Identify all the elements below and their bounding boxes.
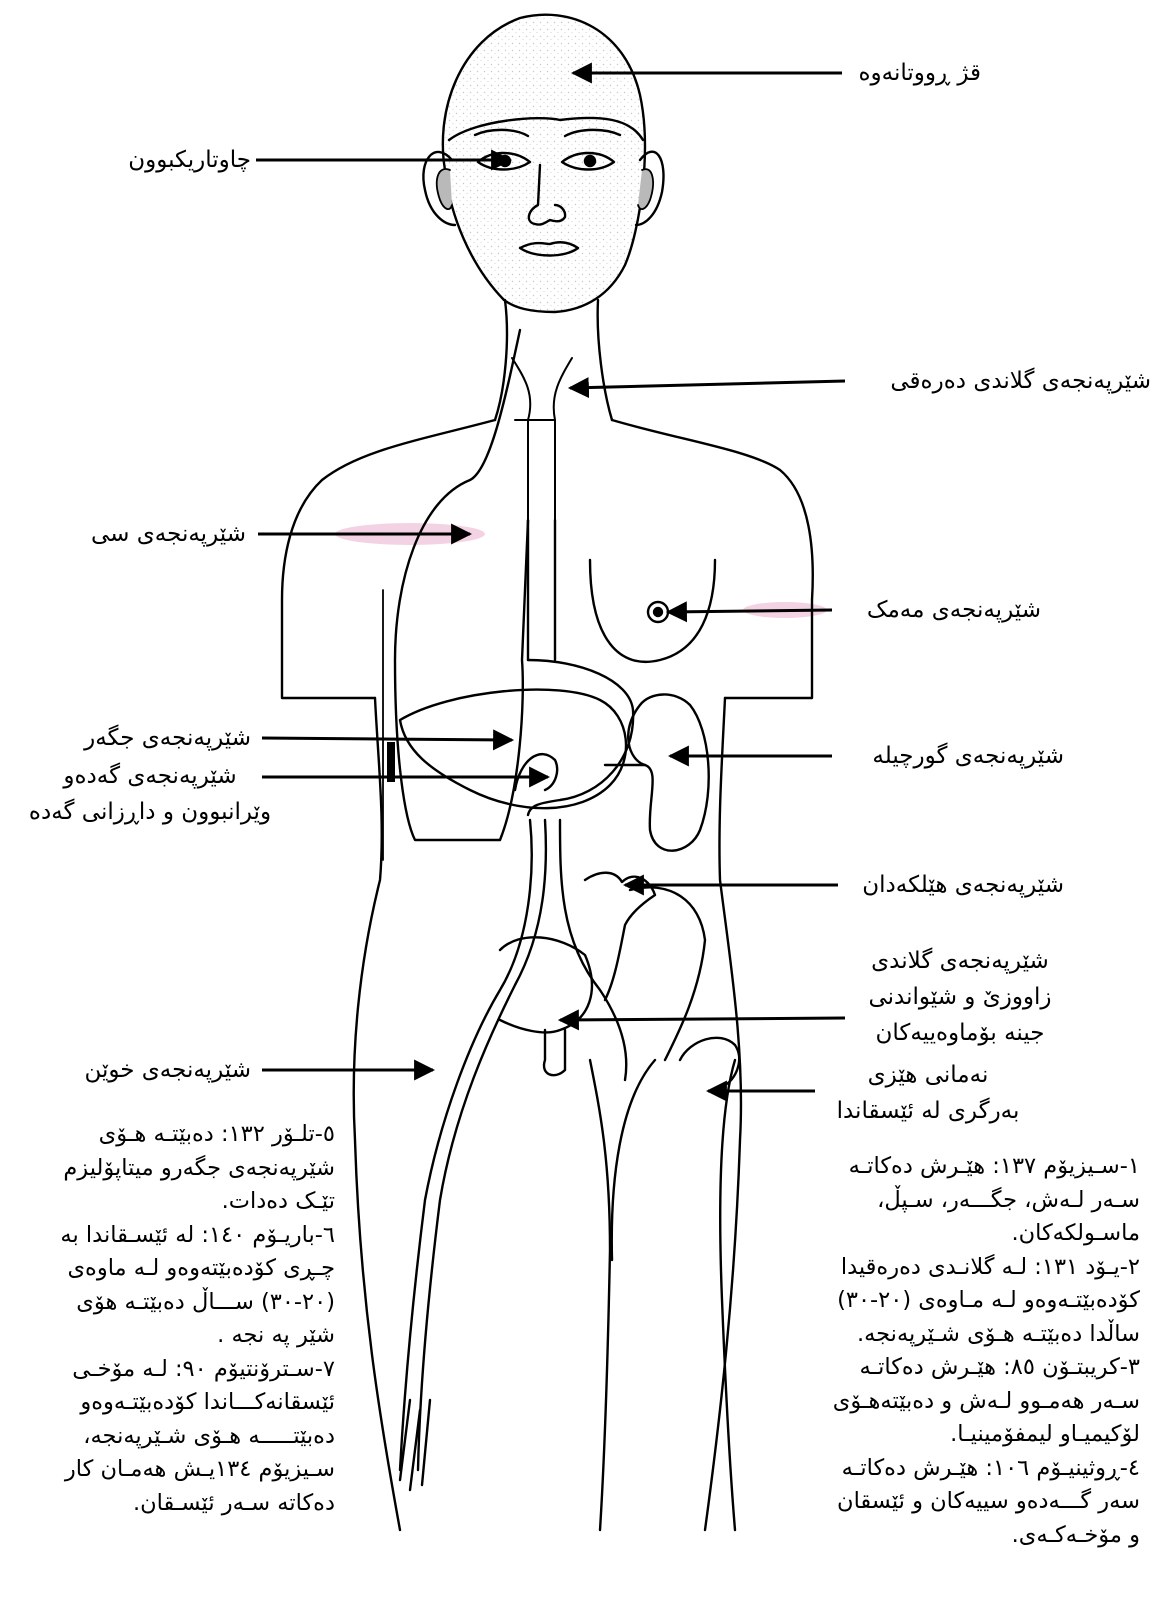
notes-left: ٥-تلـۆر ١٣٢: دەبێتـە هـۆی شێرپەنجەی جگەر… (20, 1118, 335, 1520)
note-left-line: (٢٠-٣٠) ســـاڵ دەبێتـە هۆی (20, 1286, 335, 1320)
stomach (528, 660, 633, 815)
reproductive-line-2: زاووزێ و شێواندنی (860, 982, 1060, 1012)
arrow-thyroid (570, 381, 845, 388)
note-left-line: ئێسقانەکـــاندا کۆدەبێتـەوەو (20, 1386, 335, 1420)
blood-vessels (400, 820, 626, 1490)
note-left-line: دەکاتە سـەر ئێسـقان. (20, 1487, 335, 1521)
kidney (628, 694, 709, 850)
label-hair-loss: قژ ڕووتانەوە (858, 58, 981, 88)
note-left-line: ٦-باریـۆم ١٤٠: لە ئێسـقاندا بە (20, 1219, 335, 1253)
note-right-line: ٢-یـۆد ١٣١: لـە گلانـدی دەرەقیدا (765, 1251, 1140, 1285)
note-left-line: تێـک دەدات. (20, 1185, 335, 1219)
note-right-line: لۆکیمیـاو لیمفۆمینیـا. (765, 1418, 1140, 1452)
reproductive-line-3: جینە بۆماوەییەکان (860, 1018, 1060, 1048)
note-left-line: چـڕی کۆدەبێتەوەو لـە ماوەی (20, 1252, 335, 1286)
head (443, 15, 645, 312)
note-right-line: و مۆخـەکـەی. (765, 1519, 1140, 1553)
note-right-line: ٣-کریبتـۆن ٨٥: هێـرش دەکاتـە (765, 1351, 1140, 1385)
arrow-reproductive (560, 1018, 845, 1020)
thyroid (512, 358, 572, 520)
note-right-line: ٤-ڕوثینیـۆم ١٠٦: هێـرش دەکاتـە (765, 1452, 1140, 1486)
reproductive-line-1: شێرپەنجەی گلاندی (860, 946, 1060, 976)
note-left-line: شێر پە نجە . (20, 1319, 335, 1353)
note-right-line: ١-سـیزیۆم ١٣٧: هێـرش دەکاتـە (765, 1150, 1140, 1184)
label-lung-cancer: شێرپەنجەی سی (91, 519, 246, 549)
notes-right: ١-سـیزیۆم ١٣٧: هێـرش دەکاتـە سـەر لـەش، … (765, 1150, 1140, 1552)
note-right-line: سەر گـــەدەو سییەکان و ئێسقان (765, 1485, 1140, 1519)
note-left-line: ٥-تلـۆر ١٣٢: دەبێتـە هـۆی (20, 1118, 335, 1152)
note-left-line: شێرپەنجەی جگەرو میتاپۆلیزم (20, 1152, 335, 1186)
stomach-line-1: شێرپەنجەی گەدەو (20, 761, 280, 791)
label-blood-cancer: شێرپەنجەی خوێن (84, 1055, 251, 1085)
label-kidney-cancer: شێرپەنجەی گورچیلە (872, 741, 1064, 771)
bone-line-2: بەرگری لە ئێسقاندا (823, 1096, 1033, 1126)
note-left-line: سـیزیۆم ١٣٤یـش هەمـان کار (20, 1453, 335, 1487)
arrow-breast (668, 610, 832, 612)
note-right-line: کۆدەبێتـەوەو لـە مـاوەی (٢٠-٣٠) (765, 1284, 1140, 1318)
body-outline (282, 15, 813, 1530)
note-right-line: ساڵدا دەبێتـە هـۆی شـێرپەنجە. (765, 1318, 1140, 1352)
note-right-line: ماسـولکەکان. (765, 1217, 1140, 1251)
label-stomach-cancer: شێرپەنجەی گەدەو وێرانبوون و داڕزانی گەدە (20, 761, 280, 827)
note-left-line: ٧-سـترۆنتیۆم ٩٠: لـە مۆخـی (20, 1353, 335, 1387)
arrow-liver (262, 738, 512, 740)
stomach-line-2: وێرانبوون و داڕزانی گەدە (20, 797, 280, 827)
note-left-line: دەبێتـــــە هـۆی شـێرپەنجە، (20, 1420, 335, 1454)
lung (395, 330, 528, 840)
label-liver-cancer: شێرپەنجەی جگەر (84, 723, 251, 753)
label-thyroid-cancer: شێرپەنجەی گلاندی دەرەقی (890, 366, 1151, 396)
ovary (585, 873, 655, 1000)
note-right-line: سـەر لـەش، جگـــەر، سـپڵ، (765, 1184, 1140, 1218)
label-blindness: چاوتاریکبوون (128, 145, 251, 175)
label-reproductive-cancer: شێرپەنجەی گلاندی زاووزێ و شێواندنی جینە … (860, 946, 1060, 1048)
label-ovary-cancer: شێرپەنجەی هێلکەدان (862, 870, 1064, 900)
label-bone-weakness: نەمانی هێزی بەرگری لە ئێسقاندا (823, 1060, 1033, 1126)
note-right-line: سـەر هەمـوو لـەش و دەبێتەهـۆی (765, 1385, 1140, 1419)
bone-line-1: نەمانی هێزی (823, 1060, 1033, 1090)
label-breast-cancer: شێرپەنجەی مەمک (867, 595, 1041, 625)
